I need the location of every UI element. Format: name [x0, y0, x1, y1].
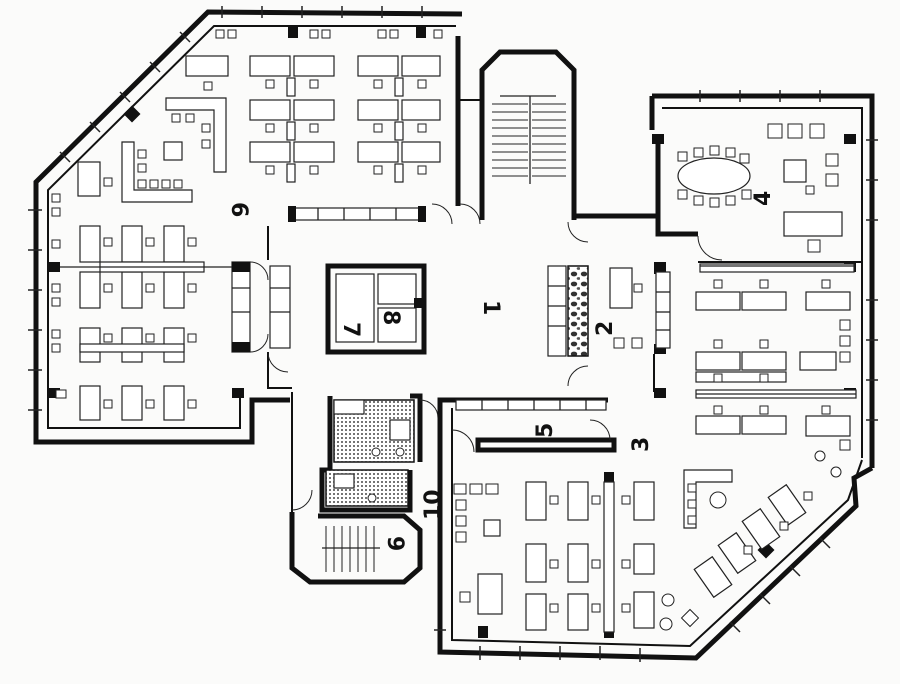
west-wing-inner-wall	[47, 25, 456, 429]
east-wing-partition-north	[455, 399, 607, 411]
west-wing-workstations	[51, 29, 443, 421]
room-label-1: 1	[478, 300, 503, 315]
south-stairwell	[289, 512, 423, 585]
planter	[567, 265, 589, 357]
room-labels: 1 2 3 4 5 6 7 8 9 10	[226, 191, 776, 552]
room-label-9: 9	[382, 536, 407, 551]
elevator-8	[377, 307, 417, 343]
east-wing-workstations	[453, 263, 857, 633]
room-label-4: 4	[751, 191, 776, 206]
elevator-7	[335, 273, 375, 343]
facade-mullions-south	[434, 537, 831, 662]
east-wing-partition-south	[475, 437, 617, 453]
central-core	[231, 49, 656, 585]
room-label-10: 10	[421, 489, 446, 520]
restroom-block	[319, 393, 423, 513]
room-label-5: 5	[533, 423, 558, 438]
room-label-3: 3	[629, 437, 654, 452]
west-wing-outer-wall	[33, 9, 463, 445]
room-label-6: 6	[226, 202, 251, 217]
east-wing-outer-wall	[437, 397, 874, 661]
room-label-7: 7	[338, 322, 363, 337]
lobby-bench-east	[547, 265, 567, 357]
west-wing-partition	[291, 207, 423, 221]
conference-wing	[649, 90, 878, 468]
west-wing	[28, 6, 463, 445]
conference-wing-outer-wall	[652, 93, 875, 468]
west-wing-facade-mullions	[28, 6, 423, 411]
north-stair-treads	[492, 95, 566, 184]
east-wing	[434, 262, 874, 662]
north-stairwell	[479, 49, 577, 220]
conference-table	[677, 157, 751, 195]
room-label-2: 2	[593, 321, 618, 336]
lobby-bench-west	[231, 261, 251, 353]
elevator-shaft	[325, 263, 427, 355]
south-stair-treads	[322, 526, 380, 572]
room-label-8: 8	[378, 310, 403, 325]
facade-mullions-east	[699, 90, 878, 421]
